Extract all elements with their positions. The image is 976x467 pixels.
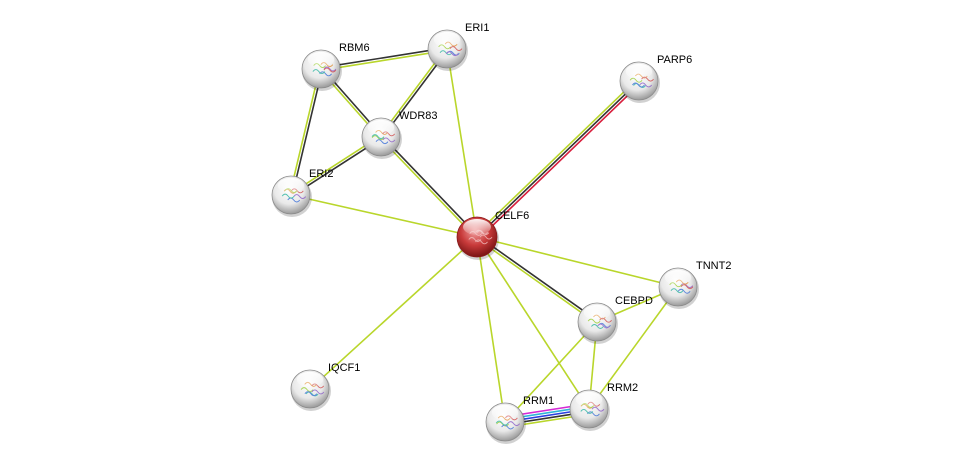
edge-celf6-rrm2[interactable] <box>476 236 590 410</box>
edge-rbm6-eri1[interactable] <box>320 46 448 72</box>
node-highlight <box>296 371 324 388</box>
node-rrm1[interactable]: RRM1 <box>485 395 554 444</box>
node-cebpd[interactable]: CEBPD <box>577 295 653 344</box>
edge-eri1-celf6[interactable] <box>446 48 478 238</box>
edge-channel-textmining <box>476 236 679 288</box>
node-label: CELF6 <box>495 210 529 222</box>
edge-channel-textmining <box>504 321 598 423</box>
edge-channel-textmining <box>290 194 478 238</box>
node-tnnt2[interactable]: TNNT2 <box>658 260 731 309</box>
node-highlight <box>463 219 491 235</box>
node-label: IQCF1 <box>328 362 360 374</box>
node-label: RRM2 <box>607 382 638 394</box>
edge-channel-textmining <box>474 78 638 236</box>
edge-channel-textmining <box>476 236 506 423</box>
edge-rbm6-eri2[interactable] <box>288 68 324 196</box>
node-label: PARP6 <box>657 54 692 66</box>
node-iqcf1[interactable]: IQCF1 <box>290 362 360 411</box>
node-highlight <box>625 63 653 80</box>
edge-channel-textmining <box>476 236 590 410</box>
node-highlight <box>367 119 395 136</box>
node-eri1[interactable]: ERI1 <box>427 22 489 71</box>
node-highlight <box>307 51 335 68</box>
edge-channel-coexpression <box>477 235 599 322</box>
node-highlight <box>575 391 603 408</box>
edge-celf6-tnnt2[interactable] <box>476 236 679 288</box>
edge-tnnt2-rrm2[interactable] <box>588 286 679 410</box>
edge-celf6-iqcf1[interactable] <box>309 236 478 390</box>
node-highlight <box>433 31 461 48</box>
node-highlight <box>583 304 611 321</box>
edge-channel-coexpression <box>291 69 324 196</box>
node-highlight <box>491 404 519 421</box>
node-celf6[interactable]: CELF6 <box>456 210 529 260</box>
edge-channel-coexpression <box>320 46 447 69</box>
node-highlight <box>664 269 692 286</box>
edge-channel-textmining <box>321 49 448 72</box>
node-label: ERI2 <box>309 168 333 180</box>
node-eri2[interactable]: ERI2 <box>271 168 333 217</box>
node-rrm2[interactable]: RRM2 <box>569 382 638 431</box>
edge-channel-coexpression <box>476 80 640 238</box>
edge-channel-textmining <box>288 68 321 195</box>
edge-celf6-cebpd[interactable] <box>475 235 599 324</box>
edge-channel-textmining <box>446 48 478 238</box>
edge-wdr83-celf6[interactable] <box>379 135 479 239</box>
edge-cebpd-rrm1[interactable] <box>504 321 598 423</box>
node-label: CEBPD <box>615 295 653 307</box>
node-label: TNNT2 <box>696 260 731 272</box>
node-label: ERI1 <box>465 22 489 34</box>
node-label: RBM6 <box>339 42 370 54</box>
edge-channel-textmining <box>475 237 597 324</box>
edge-eri2-celf6[interactable] <box>290 194 478 238</box>
node-rbm6[interactable]: RBM6 <box>301 42 370 91</box>
node-wdr83[interactable]: WDR83 <box>361 110 438 159</box>
edge-celf6-rrm1[interactable] <box>476 236 506 423</box>
edge-channel-textmining <box>588 286 679 410</box>
node-parp6[interactable]: PARP6 <box>619 54 692 103</box>
node-label: RRM1 <box>523 395 554 407</box>
edge-parp6-celf6[interactable] <box>474 78 642 240</box>
node-highlight <box>277 177 305 194</box>
edge-channel-textmining <box>379 137 477 239</box>
node-label: WDR83 <box>399 110 438 122</box>
edge-channel-textmining <box>309 236 478 390</box>
edge-channel-experiments <box>478 82 642 240</box>
edge-channel-coexpression <box>381 135 479 237</box>
